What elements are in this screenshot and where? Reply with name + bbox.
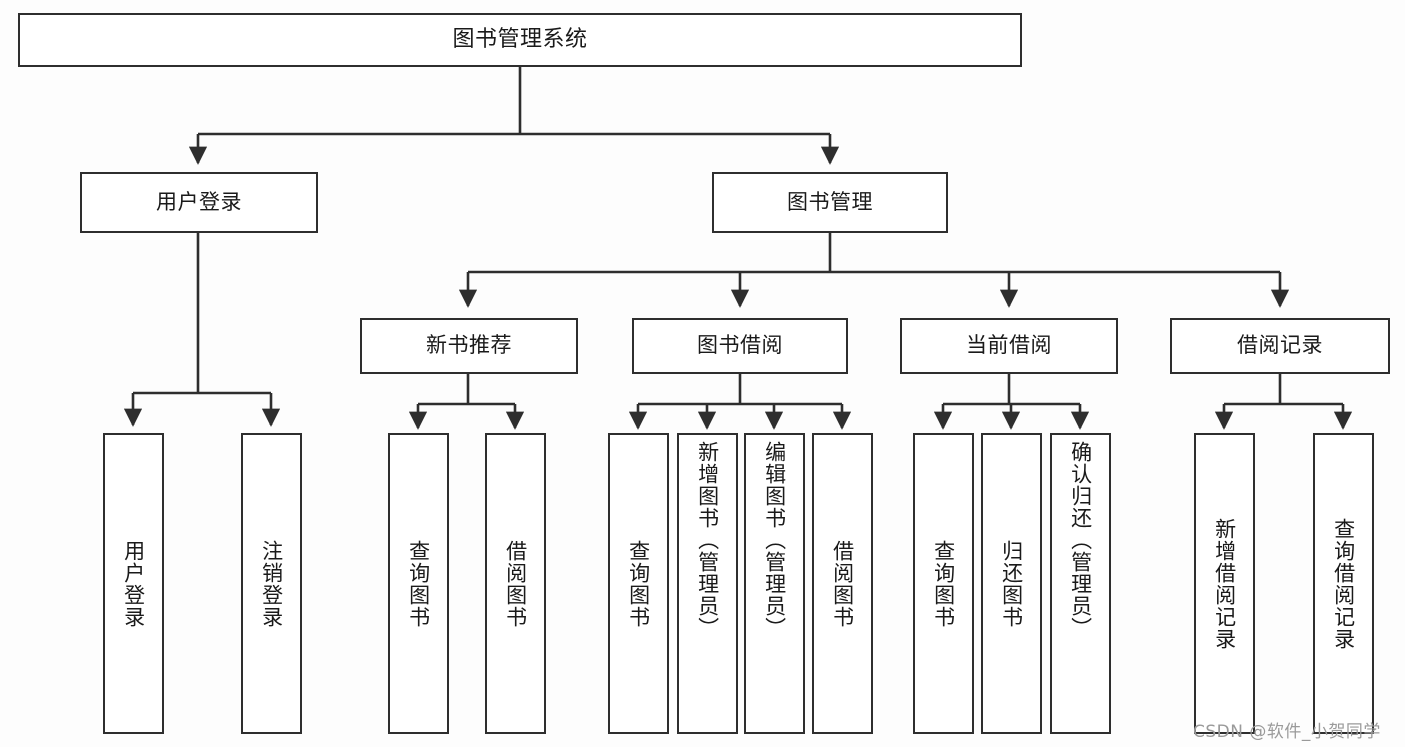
watermark-text: CSDN @软件_小贺同学 — [1193, 722, 1381, 742]
node-leaf-query-book-b[interactable]: 查询图书 — [608, 433, 669, 734]
node-leaf-query-book-a[interactable]: 查询图书 — [388, 433, 449, 734]
node-leaf-query-record[interactable]: 查询借阅记录 — [1313, 433, 1374, 734]
node-leaf-confirm-return-label: 确认归还（管理员） — [1068, 441, 1093, 639]
node-book-borrow-label: 图书借阅 — [697, 333, 783, 358]
node-leaf-edit-book-label: 编辑图书（管理员） — [762, 441, 787, 639]
node-new-book-recommend[interactable]: 新书推荐 — [360, 318, 578, 374]
node-current-borrow-label: 当前借阅 — [966, 333, 1052, 358]
node-book-manage[interactable]: 图书管理 — [712, 172, 948, 233]
node-borrow-record[interactable]: 借阅记录 — [1170, 318, 1390, 374]
node-leaf-query-book-b-label: 查询图书 — [626, 539, 651, 628]
node-leaf-logout-label: 注销登录 — [259, 539, 284, 628]
node-leaf-add-record-label: 新增借阅记录 — [1212, 517, 1237, 650]
node-leaf-borrow-book-b[interactable]: 借阅图书 — [812, 433, 873, 734]
node-new-book-recommend-label: 新书推荐 — [426, 333, 512, 358]
node-leaf-confirm-return[interactable]: 确认归还（管理员） — [1050, 433, 1111, 734]
node-borrow-record-label: 借阅记录 — [1237, 333, 1323, 358]
node-leaf-borrow-book-a[interactable]: 借阅图书 — [485, 433, 546, 734]
node-leaf-logout[interactable]: 注销登录 — [241, 433, 302, 734]
node-root-label: 图书管理系统 — [452, 26, 588, 52]
node-leaf-edit-book[interactable]: 编辑图书（管理员） — [744, 433, 805, 734]
node-leaf-borrow-book-a-label: 借阅图书 — [503, 539, 528, 628]
node-leaf-query-book-c[interactable]: 查询图书 — [913, 433, 974, 734]
node-leaf-query-record-label: 查询借阅记录 — [1331, 517, 1356, 650]
node-current-borrow[interactable]: 当前借阅 — [900, 318, 1118, 374]
node-leaf-add-book-label: 新增图书（管理员） — [695, 441, 720, 639]
node-leaf-return-book-label: 归还图书 — [999, 539, 1024, 628]
node-leaf-add-book[interactable]: 新增图书（管理员） — [677, 433, 738, 734]
node-leaf-borrow-book-b-label: 借阅图书 — [830, 539, 855, 628]
node-user-login-label: 用户登录 — [156, 189, 242, 214]
node-user-login[interactable]: 用户登录 — [80, 172, 318, 233]
node-leaf-user-login-label: 用户登录 — [121, 539, 146, 628]
node-leaf-query-book-a-label: 查询图书 — [406, 539, 431, 628]
node-leaf-query-book-c-label: 查询图书 — [931, 539, 956, 628]
node-book-manage-label: 图书管理 — [787, 189, 873, 214]
node-root[interactable]: 图书管理系统 — [18, 13, 1022, 67]
node-leaf-user-login[interactable]: 用户登录 — [103, 433, 164, 734]
node-leaf-return-book[interactable]: 归还图书 — [981, 433, 1042, 734]
node-book-borrow[interactable]: 图书借阅 — [632, 318, 848, 374]
node-leaf-add-record[interactable]: 新增借阅记录 — [1194, 433, 1255, 734]
